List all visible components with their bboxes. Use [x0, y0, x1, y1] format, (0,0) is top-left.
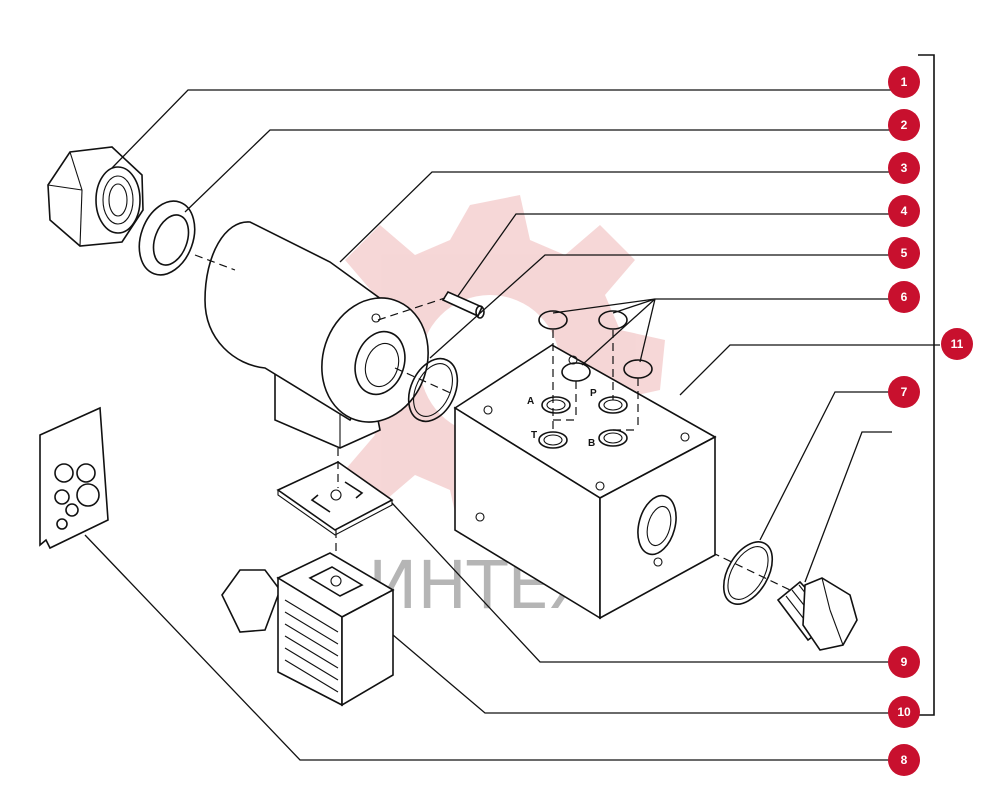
axis-line-mid: [394, 367, 456, 396]
callout-1: 1: [888, 66, 920, 98]
port-label-t: T: [531, 430, 537, 441]
axis-line-left: [194, 254, 236, 271]
part-valve-block: A P T B: [453, 344, 717, 620]
svg-text:2: 2: [901, 118, 908, 132]
callout-2: 2: [888, 109, 920, 141]
svg-text:11: 11: [951, 337, 964, 351]
part-small-o-rings: [538, 310, 653, 432]
callout-8: 8: [888, 744, 920, 776]
part-o-ring-large-inner: [413, 363, 453, 417]
port-label-p: P: [590, 388, 597, 399]
callout-9: 9: [888, 646, 920, 678]
callout-3: 3: [888, 152, 920, 184]
svg-text:9: 9: [901, 655, 908, 669]
part-hex-nut: [47, 146, 144, 247]
svg-text:5: 5: [901, 246, 908, 260]
part-seal-kit-bag: [39, 406, 109, 550]
svg-text:8: 8: [901, 753, 908, 767]
callout-4: 4: [888, 195, 920, 227]
svg-text:6: 6: [901, 290, 908, 304]
part-o-ring-right: [722, 541, 774, 605]
callout-6: 6: [888, 281, 920, 313]
callout-5: 5: [888, 237, 920, 269]
part-pin: [377, 290, 485, 321]
axis-line-right: [664, 529, 791, 591]
part-solenoid-coil: [204, 221, 429, 449]
svg-text:1: 1: [901, 75, 908, 89]
svg-text:7: 7: [901, 385, 908, 399]
leader-lines: [84, 89, 940, 761]
callout-11: 11: [941, 328, 973, 360]
svg-text:3: 3: [901, 161, 908, 175]
callout-10: 10: [888, 696, 920, 728]
part-seal-ring: [138, 200, 196, 276]
group-bracket: [918, 54, 935, 716]
callout-7: 7: [888, 376, 920, 408]
port-label-b: B: [588, 438, 595, 449]
part-plug-connector: [221, 552, 395, 707]
port-label-a: A: [527, 396, 534, 407]
part-o-ring-large: [407, 357, 459, 423]
part-o-ring-right-inner: [727, 546, 769, 600]
svg-text:4: 4: [901, 204, 908, 218]
svg-text:10: 10: [897, 705, 911, 719]
part-plug-screw: [776, 577, 858, 651]
